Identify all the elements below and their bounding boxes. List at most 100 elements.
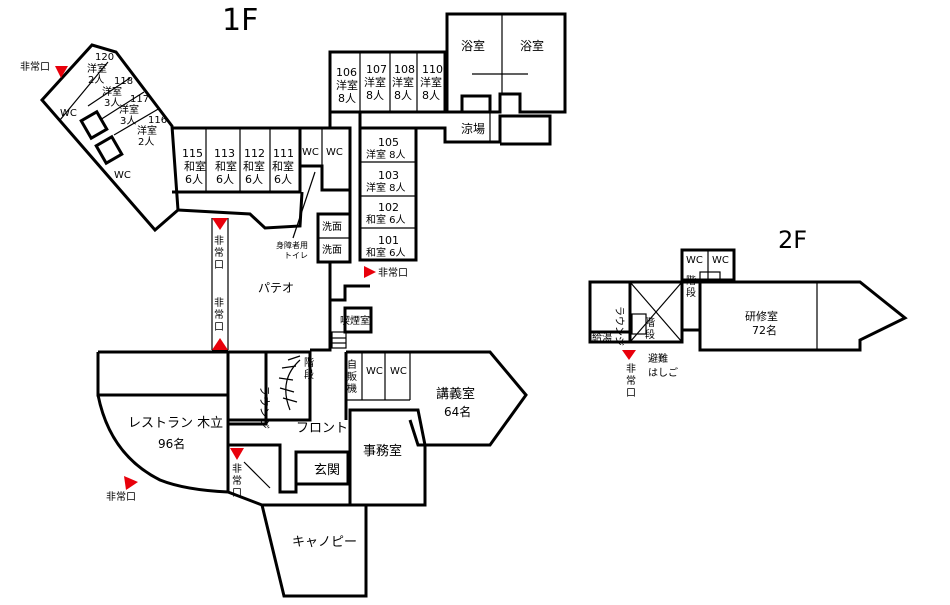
emergency-exit-label-5a: 非 <box>232 463 242 475</box>
emergency-exit-marker-5 <box>230 448 244 460</box>
lounge-1f-label: ラウンジ <box>258 385 271 429</box>
room-118-number: 118 <box>114 76 133 87</box>
accessible-toilet-label-1: 身障者用 <box>276 240 308 250</box>
emergency-exit-marker-3 <box>212 338 228 350</box>
emergency-exit-label-5c: 口 <box>232 488 242 499</box>
smoking-block <box>331 306 373 349</box>
emergency-exit-label-3c: 口 <box>214 322 224 333</box>
room-120-number: 120 <box>95 52 114 63</box>
accessible-toilet-pointer <box>292 171 316 239</box>
room-113-type: 和室 <box>215 159 237 173</box>
entrance-label: 玄関 <box>314 463 340 478</box>
bath-1-label: 浴室 <box>461 38 485 53</box>
lounge-2f-label: ラウンジ <box>613 306 625 346</box>
room-112-number: 112 <box>244 147 265 160</box>
second-floor <box>588 248 908 352</box>
room-116-number: 116 <box>148 115 167 126</box>
emergency-exit-marker-2f <box>622 350 636 360</box>
room-110-capacity: 8人 <box>422 89 440 102</box>
south-block <box>96 350 528 598</box>
emergency-exit-2f-a: 非 <box>626 363 636 375</box>
room-108-capacity: 8人 <box>394 89 412 102</box>
room-115-number: 115 <box>182 147 203 160</box>
emergency-exit-marker-6 <box>124 476 138 490</box>
room-115-type: 和室 <box>184 159 206 173</box>
emergency-exit-label-2a: 非 <box>214 235 224 247</box>
restaurant-capacity: 96名 <box>158 436 185 451</box>
lecture-room-label: 講義室 <box>436 386 475 402</box>
canopy-label: キャノピー <box>292 535 357 550</box>
emergency-exit-label-2b: 常 <box>214 246 224 259</box>
vending-label-2: 販 <box>347 371 357 383</box>
room-107-type: 洋室 <box>364 75 386 89</box>
room-103-number: 103 <box>378 169 399 182</box>
room-106-capacity: 8人 <box>338 92 356 105</box>
room-113-capacity: 6人 <box>216 173 234 186</box>
lecture-room-capacity: 64名 <box>444 404 471 419</box>
room-106-number: 106 <box>336 66 357 79</box>
wc-2f-1: WC <box>686 255 703 266</box>
room-118-capacity: 3人 <box>104 97 120 109</box>
patio-east-wall <box>310 300 332 352</box>
room-110-number: 110 <box>422 63 443 76</box>
stairs-2f-center-2: 段 <box>645 328 655 341</box>
bath-2-label: 浴室 <box>520 38 544 53</box>
vending-label-3: 機 <box>347 382 357 395</box>
stairs-1f-label-1: 階 <box>304 357 314 369</box>
room-111-capacity: 6人 <box>274 173 292 186</box>
training-room-capacity: 72名 <box>752 323 777 337</box>
east-rooms <box>316 126 418 302</box>
emergency-exit-label-5b: 常 <box>232 474 242 487</box>
room-117-number: 117 <box>130 94 149 105</box>
floor-label-2f: 2F <box>778 226 807 254</box>
emergency-exit-marker-1 <box>55 66 68 78</box>
emergency-exit-2f-c: 口 <box>626 388 636 399</box>
north-block <box>328 12 567 146</box>
washroom-2-label: 洗面 <box>322 244 342 256</box>
west-wing <box>39 43 180 233</box>
emergency-exit-marker-2 <box>212 218 228 230</box>
emergency-exit-2f-b: 常 <box>626 374 636 387</box>
emergency-exit-label-2c: 口 <box>214 260 224 271</box>
stairs-1f-label-2: 段 <box>304 368 314 381</box>
emergency-exit-label-4: 非常口 <box>378 266 408 279</box>
wc-center-2: WC <box>326 147 343 158</box>
room-101-detail: 和室 6人 <box>366 246 406 259</box>
smoking-room-label: 喫煙室 <box>340 314 370 327</box>
patio-label: パテオ <box>258 281 294 295</box>
room-112-type: 和室 <box>243 159 265 173</box>
room-106-type: 洋室 <box>336 78 358 92</box>
room-108-number: 108 <box>394 63 415 76</box>
room-103-detail: 洋室 8人 <box>366 181 406 194</box>
room-117-type: 洋室 <box>119 103 139 116</box>
escape-ladder-label-2: はしご <box>648 366 678 379</box>
room-116-type: 洋室 <box>137 124 157 137</box>
emergency-exit-label-1: 非常口 <box>20 60 50 73</box>
floor-label-1f: 1F <box>222 3 258 38</box>
room-111-number: 111 <box>273 147 294 160</box>
wc-south-1: WC <box>366 366 383 377</box>
emergency-exit-label-3b: 常 <box>214 308 224 321</box>
room-115-capacity: 6人 <box>185 173 203 186</box>
wc-center-1: WC <box>302 147 319 158</box>
restaurant-label: レストラン 木立 <box>128 416 223 431</box>
room-111-type: 和室 <box>272 159 294 173</box>
accessible-toilet-label-2: トイレ <box>284 251 308 260</box>
room-101-number: 101 <box>378 234 399 247</box>
wc-south-2: WC <box>390 366 407 377</box>
emergency-exit-label-3a: 非 <box>214 297 224 309</box>
washroom-1-label: 洗面 <box>322 221 342 233</box>
room-120-type: 洋室 <box>87 62 107 75</box>
room-105-number: 105 <box>378 136 399 149</box>
stairs-2f-label-2: 段 <box>686 286 696 299</box>
stairs-2f-center-1: 階 <box>645 317 655 329</box>
room-108-type: 洋室 <box>392 75 414 89</box>
room-113-number: 113 <box>214 147 235 160</box>
office-label: 事務室 <box>363 443 402 459</box>
room-107-number: 107 <box>366 63 387 76</box>
stairs-2f-label-1: 階 <box>686 275 696 287</box>
emergency-exit-marker-4 <box>364 266 376 278</box>
room-107-capacity: 8人 <box>366 89 384 102</box>
suzumiba-label: 涼場 <box>461 121 485 136</box>
